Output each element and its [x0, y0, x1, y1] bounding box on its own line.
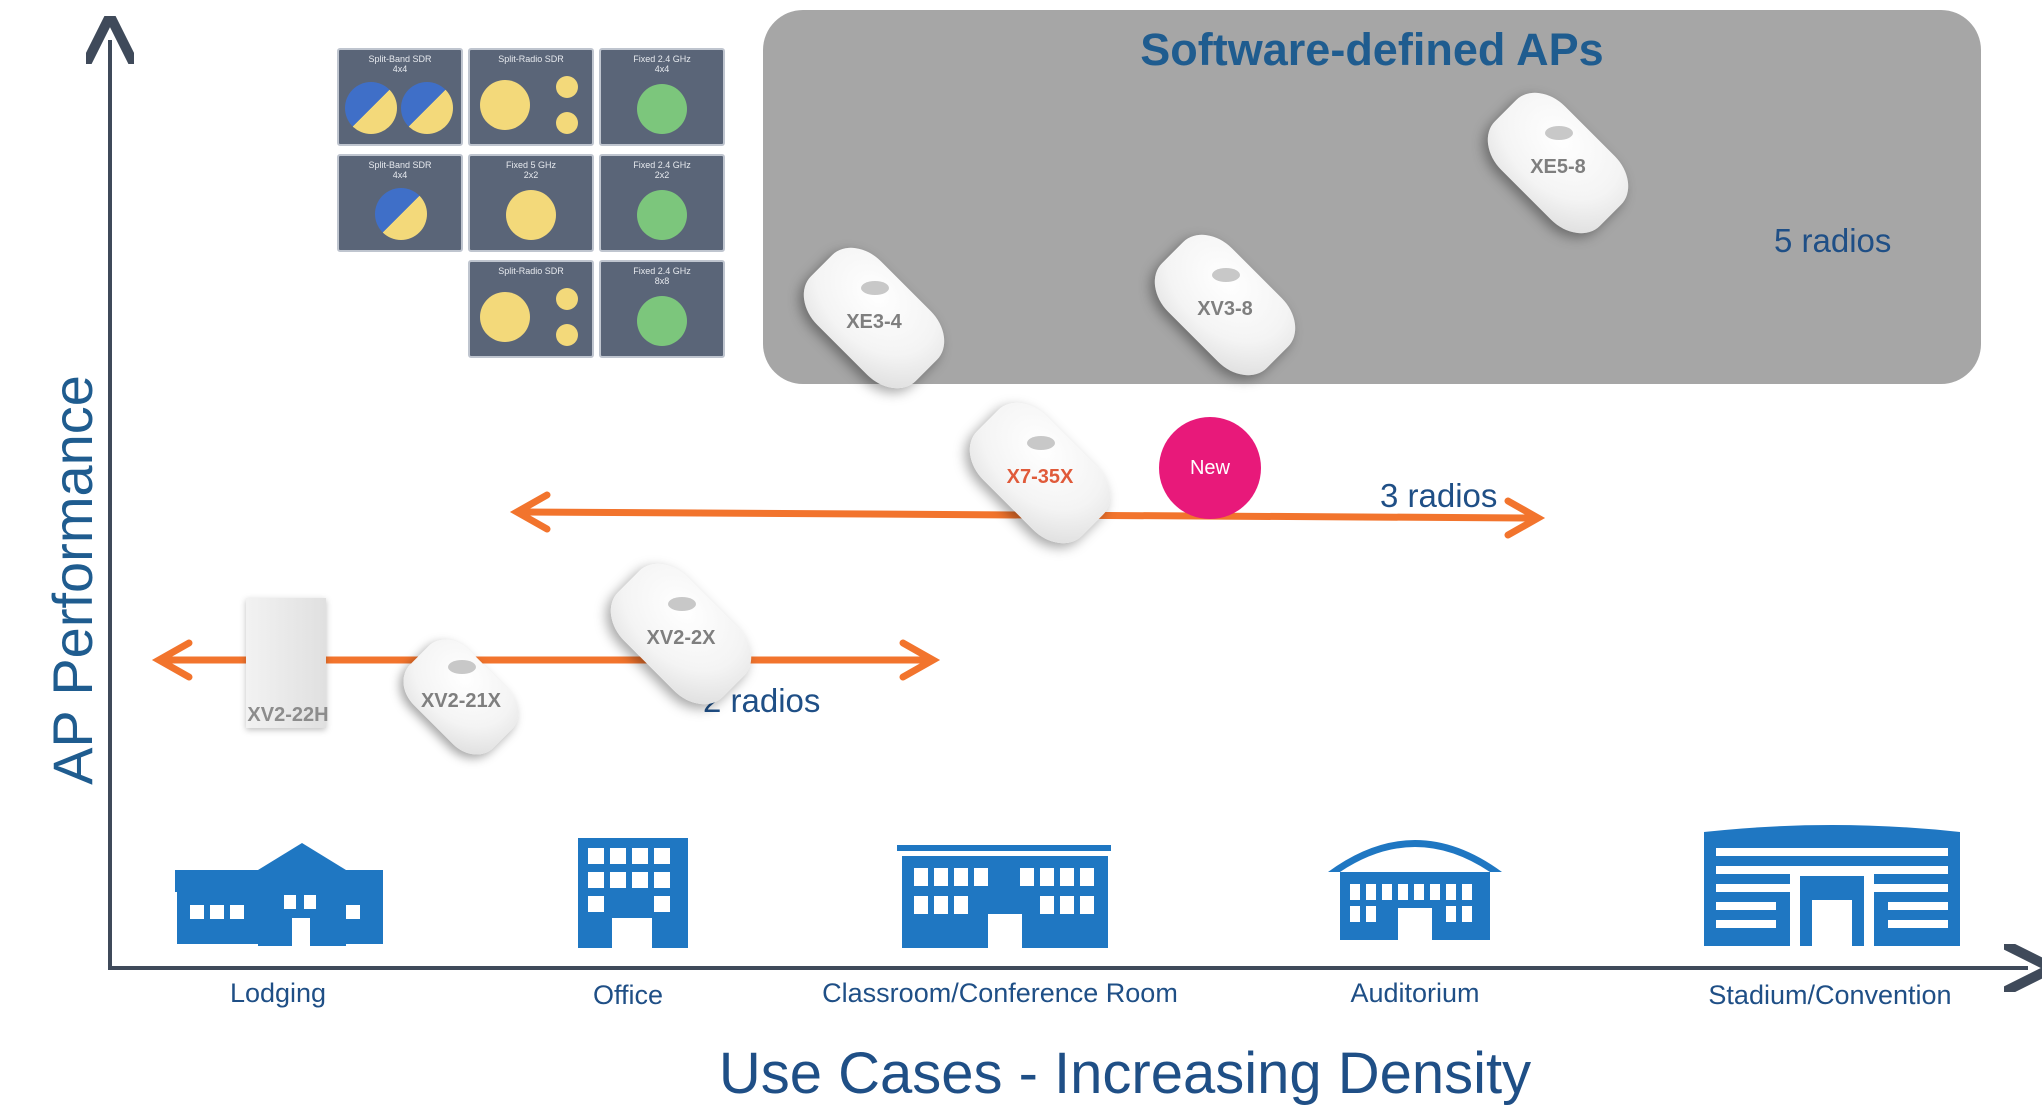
category-lodging: Lodging — [229, 978, 327, 1008]
access-point-x7-35x: X7-35X — [945, 388, 1135, 558]
vendor-logo-icon — [1212, 268, 1240, 282]
category-classroom: Classroom/Conference Room — [822, 978, 1178, 1008]
ap-label: XV2-21X — [420, 690, 502, 712]
ap-label: XV2-2X — [646, 627, 716, 649]
access-point-xe3-4: XE3-4 — [779, 233, 969, 403]
vendor-logo-icon — [668, 597, 696, 611]
ap-label-xv2-22h: XV2-22H — [247, 704, 329, 726]
radio-tile: Split-Radio SDR — [468, 260, 594, 358]
ap-label: XV3-8 — [1197, 298, 1253, 320]
vendor-logo-icon — [1545, 126, 1573, 140]
category-auditorium: Auditorium — [1350, 978, 1480, 1008]
vendor-logo-icon — [1027, 436, 1055, 450]
radio-tile: Split-Radio SDR — [468, 48, 594, 146]
stadium-building-icon — [1704, 825, 1960, 946]
wall-plate-access-point — [246, 598, 326, 728]
access-point-xe5-8: XE5-8 — [1463, 78, 1653, 248]
classroom-building-icon — [897, 845, 1111, 948]
access-point-xv3-8: XV3-8 — [1130, 220, 1320, 390]
radio-config-tiles: Split-Band SDR 4x4 Split-Radio SDR Fixed… — [337, 48, 725, 358]
five-radios-label: 5 radios — [1774, 222, 1892, 259]
access-point-xv2-21x: XV2-21X — [366, 622, 556, 772]
radio-tile: Fixed 5 GHz 2x2 — [468, 154, 594, 252]
auditorium-building-icon — [1328, 840, 1502, 940]
radio-tile: Split-Band SDR 4x4 — [337, 48, 463, 146]
new-badge: New — [1159, 417, 1261, 519]
radio-tile: Fixed 2.4 GHz 8x8 — [599, 260, 725, 358]
lodging-building-icon — [175, 843, 383, 946]
category-office: Office — [592, 980, 664, 1010]
three-radios-label: 3 radios — [1380, 477, 1498, 514]
ap-label: X7-35X — [1006, 466, 1074, 488]
radio-tile: Split-Band SDR 4x4 — [337, 154, 463, 252]
radio-tile: Fixed 2.4 GHz 2x2 — [599, 154, 725, 252]
vendor-logo-icon — [861, 281, 889, 295]
y-axis-title: AP Performance — [41, 375, 104, 785]
x-axis-title: Use Cases - Increasing Density — [718, 1041, 1532, 1106]
software-defined-aps-panel: Software-defined APs — [763, 10, 1981, 384]
vendor-logo-icon — [448, 660, 476, 674]
ap-label: XE3-4 — [846, 311, 902, 333]
radio-tile: Fixed 2.4 GHz 4x4 — [599, 48, 725, 146]
software-defined-aps-title: Software-defined APs — [1140, 24, 1604, 75]
office-building-icon — [578, 838, 688, 948]
access-point-xv2-2x: XV2-2X — [586, 549, 776, 719]
ap-label: XE5-8 — [1530, 156, 1586, 178]
category-stadium: Stadium/Convention — [1708, 980, 1952, 1010]
